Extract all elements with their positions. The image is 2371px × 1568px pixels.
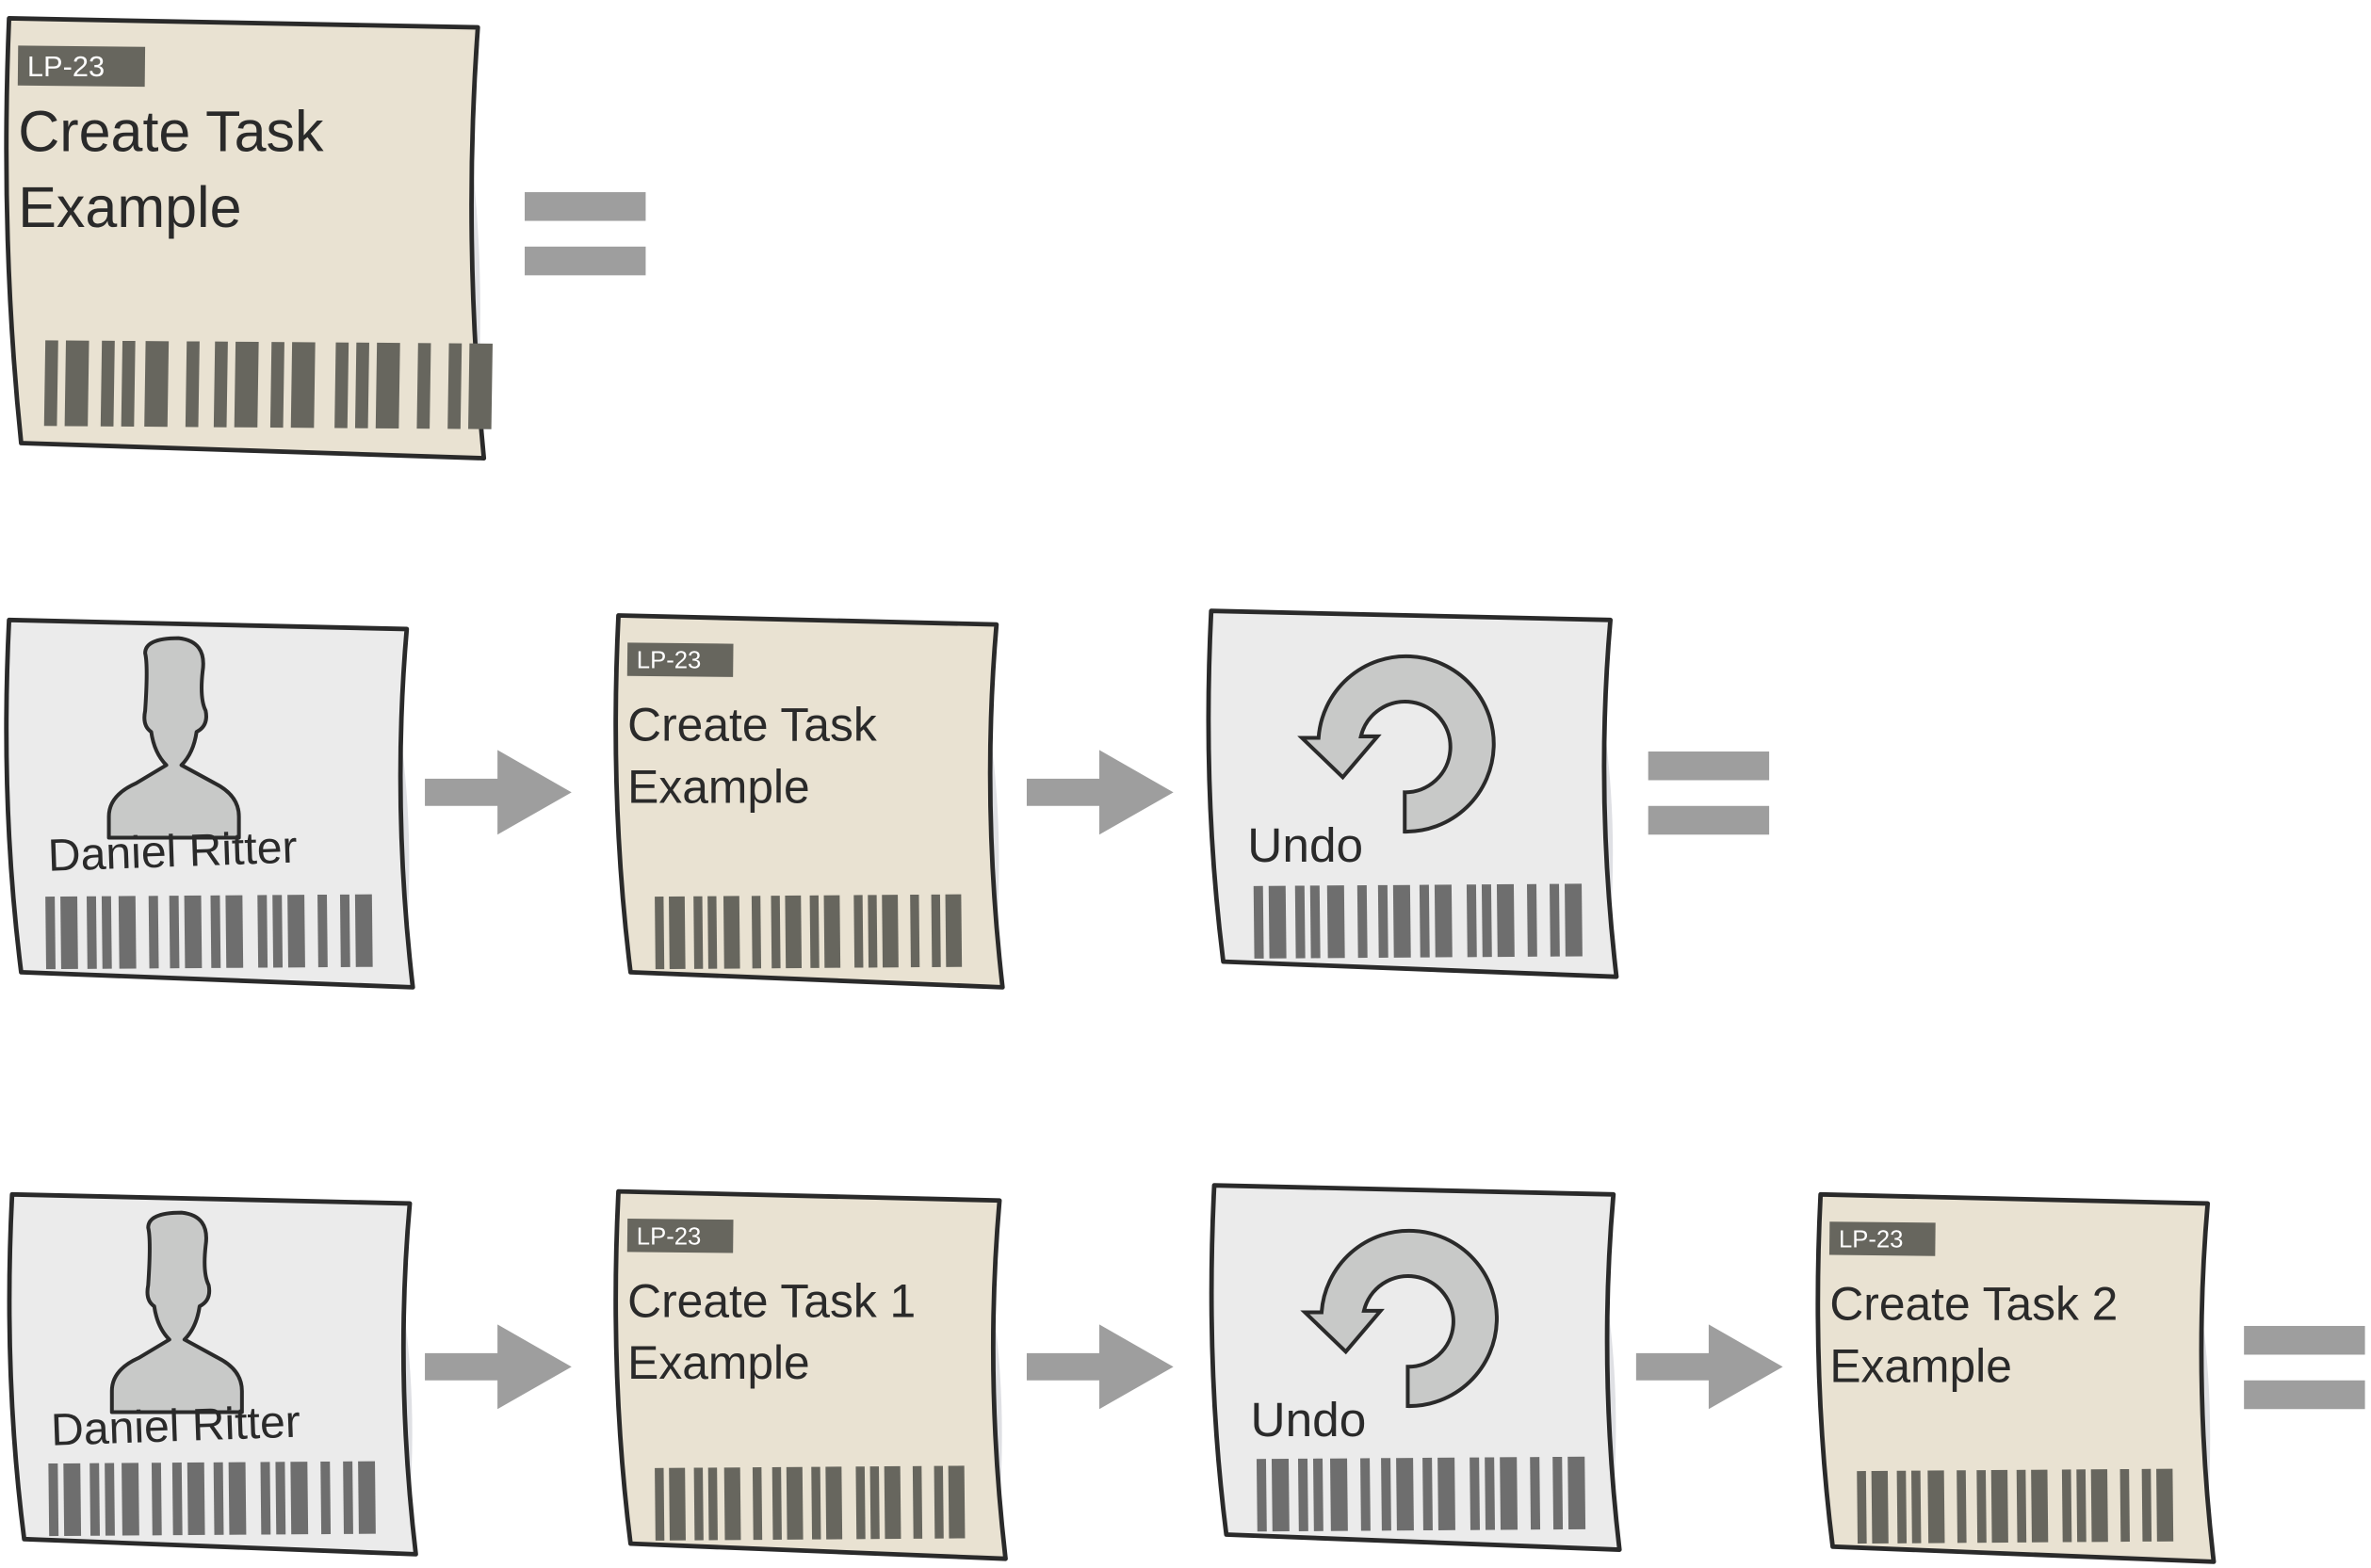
barcode <box>43 340 493 429</box>
barcode <box>655 894 963 970</box>
task-tag: LP-23 <box>626 642 734 677</box>
task-id: LP-23 <box>637 648 702 674</box>
undo-label: Undo <box>1247 818 1363 872</box>
user-card: Daniel Ritter <box>4 617 415 990</box>
task-title-line: Example <box>627 1336 810 1389</box>
undo-arrow-icon <box>1297 654 1496 834</box>
barcode <box>1857 1468 2174 1544</box>
task-id: LP-23 <box>27 50 105 83</box>
barcode <box>1256 1456 1586 1532</box>
barcode <box>48 1461 376 1537</box>
task-title-line: Example <box>627 761 810 814</box>
card-outline <box>613 1188 1008 1561</box>
task-title-line: Create Task <box>18 100 324 164</box>
task-title-line: Create Task 1 <box>627 1274 916 1327</box>
arrow-right-icon <box>1026 750 1174 835</box>
undo-card: Undo <box>1209 1183 1622 1552</box>
arrow-right-icon <box>425 1324 572 1410</box>
card-outline <box>1815 1191 2217 1564</box>
card-outline <box>613 613 1005 990</box>
task-tag: LP-23 <box>1828 1221 1936 1256</box>
person-icon <box>106 636 241 840</box>
task-tag: LP-23 <box>626 1219 734 1253</box>
equals-icon <box>1648 751 1770 835</box>
task-id: LP-23 <box>637 1223 702 1250</box>
barcode <box>1253 883 1583 959</box>
task-title-line: Create Task <box>627 699 877 752</box>
task-id: LP-23 <box>1839 1227 1904 1253</box>
task-tag: LP-23 <box>17 45 146 88</box>
user-name: Daniel Ritter <box>47 822 299 881</box>
user-card: Daniel Ritter <box>7 1191 418 1557</box>
task-title-line: Create Task 2 <box>1829 1278 2118 1331</box>
arrow-right-icon <box>1635 1324 1783 1410</box>
task-title-line: Example <box>18 175 241 239</box>
equals-icon <box>525 192 646 276</box>
user-name: Daniel Ritter <box>50 1397 301 1456</box>
arrow-right-icon <box>425 750 572 835</box>
barcode <box>655 1465 966 1541</box>
undo-card: Undo <box>1206 608 1619 979</box>
equals-icon <box>2244 1325 2365 1410</box>
undo-arrow-icon <box>1300 1228 1499 1409</box>
task-title-line: Example <box>1829 1339 2012 1392</box>
person-icon <box>109 1210 244 1414</box>
barcode <box>45 894 373 970</box>
undo-label: Undo <box>1251 1393 1367 1447</box>
arrow-right-icon <box>1026 1324 1174 1410</box>
